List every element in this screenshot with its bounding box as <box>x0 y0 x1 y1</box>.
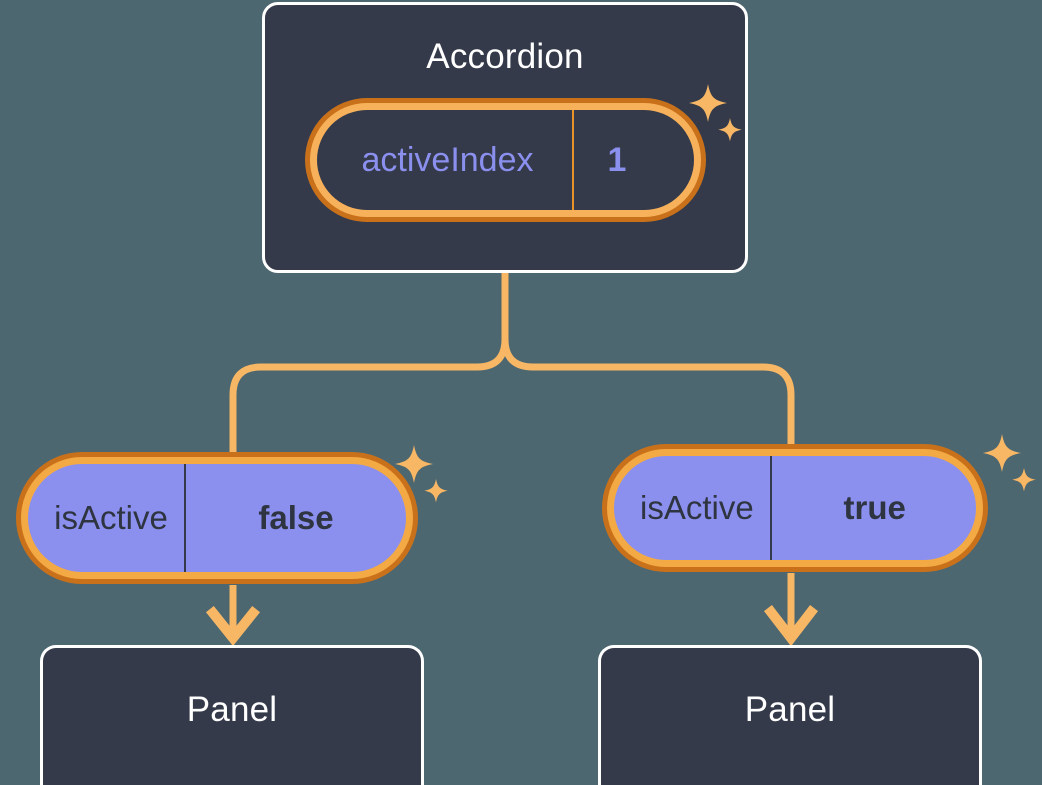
state-value-label: false <box>184 464 406 572</box>
state-value-label: true <box>769 456 976 560</box>
accordion-title: Accordion <box>426 37 584 76</box>
state-pill-ring: isActive false <box>21 457 413 579</box>
panel-title: Panel <box>744 690 836 729</box>
state-key-label: isActive <box>54 499 168 536</box>
state-pill-face: activeIndex 1 <box>317 110 694 210</box>
panel-component-box-left[interactable]: Panel <box>40 645 424 785</box>
sparkle-icon <box>983 434 1036 492</box>
state-pill-active-index[interactable]: activeIndex 1 <box>305 98 706 222</box>
state-key-label: isActive <box>640 489 754 526</box>
panel-title: Panel <box>186 690 278 729</box>
state-pill-face: isActive true <box>614 456 976 560</box>
state-pill-ring: isActive true <box>607 449 983 567</box>
arrow-left-pill-to-panel <box>205 585 261 647</box>
state-pill-ring: activeIndex 1 <box>310 103 701 217</box>
state-pill-face: isActive false <box>28 464 406 572</box>
state-key-label: activeIndex <box>361 140 534 179</box>
state-pill-is-active-true[interactable]: isActive true <box>602 444 988 572</box>
state-pill-is-active-false[interactable]: isActive false <box>16 452 418 584</box>
panel-component-box-right[interactable]: Panel <box>598 645 982 785</box>
arrow-right-pill-to-panel <box>763 573 819 647</box>
connector-trunk-split <box>501 269 795 474</box>
state-value-label: 1 <box>572 110 694 210</box>
